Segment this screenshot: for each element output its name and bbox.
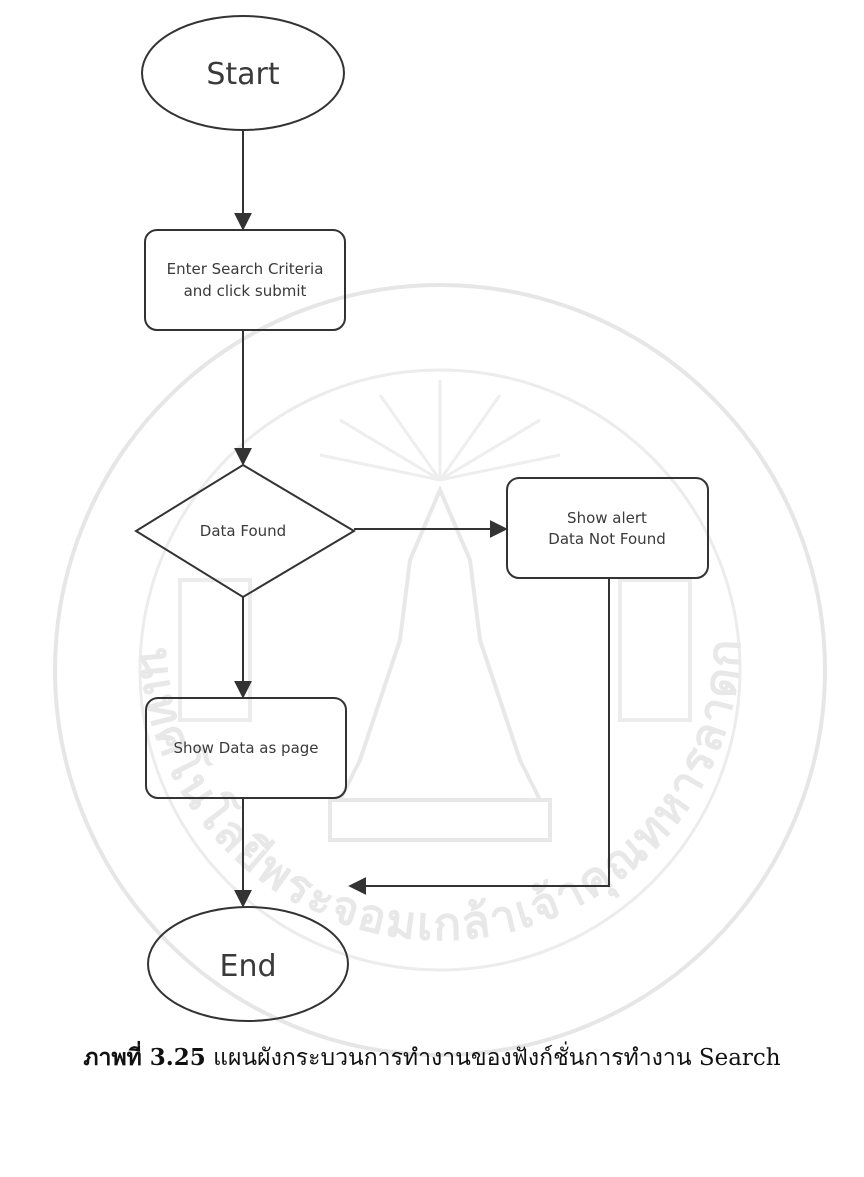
node-end-label: End	[219, 949, 276, 984]
node-data-found-label: Data Found	[200, 522, 286, 540]
edges	[234, 130, 610, 908]
node-enter-criteria-line2: and click submit	[184, 282, 307, 300]
watermark-text: สถาบันเทคโนโลยีพระจอมเกล้าเจ้าคุณทหารลาด…	[0, 0, 749, 951]
figure-caption-label: ภาพที่ 3.25	[83, 1044, 206, 1071]
node-end: End	[147, 906, 349, 1022]
node-data-found: Data Found	[134, 463, 356, 599]
node-show-alert-line1: Show alert	[567, 509, 647, 527]
node-start-label: Start	[206, 57, 280, 92]
node-enter-criteria-line1: Enter Search Criteria	[167, 260, 324, 278]
figure-caption-text: แผนผังกระบวนการทำงานของฟังก์ชั่นการทำงาน…	[205, 1045, 781, 1071]
figure-caption: ภาพที่ 3.25 แผนผังกระบวนการทำงานของฟังก์…	[0, 1040, 864, 1076]
watermark-seal: สถาบันเทคโนโลยีพระจอมเกล้าเจ้าคุณทหารลาด…	[0, 0, 827, 1057]
svg-text:สถาบันเทคโนโลยีพระจอมเกล้าเจ้า: สถาบันเทคโนโลยีพระจอมเกล้าเจ้าคุณทหารลาด…	[0, 0, 749, 951]
edge-alert-to-end	[348, 579, 610, 895]
node-show-alert: Show alert Data Not Found	[506, 477, 709, 579]
node-show-data-label: Show Data as page	[173, 739, 318, 757]
node-show-alert-line2: Data Not Found	[548, 530, 665, 548]
node-show-data: Show Data as page	[145, 697, 347, 799]
node-enter-criteria: Enter Search Criteria and click submit	[144, 229, 346, 331]
node-start: Start	[141, 15, 345, 131]
